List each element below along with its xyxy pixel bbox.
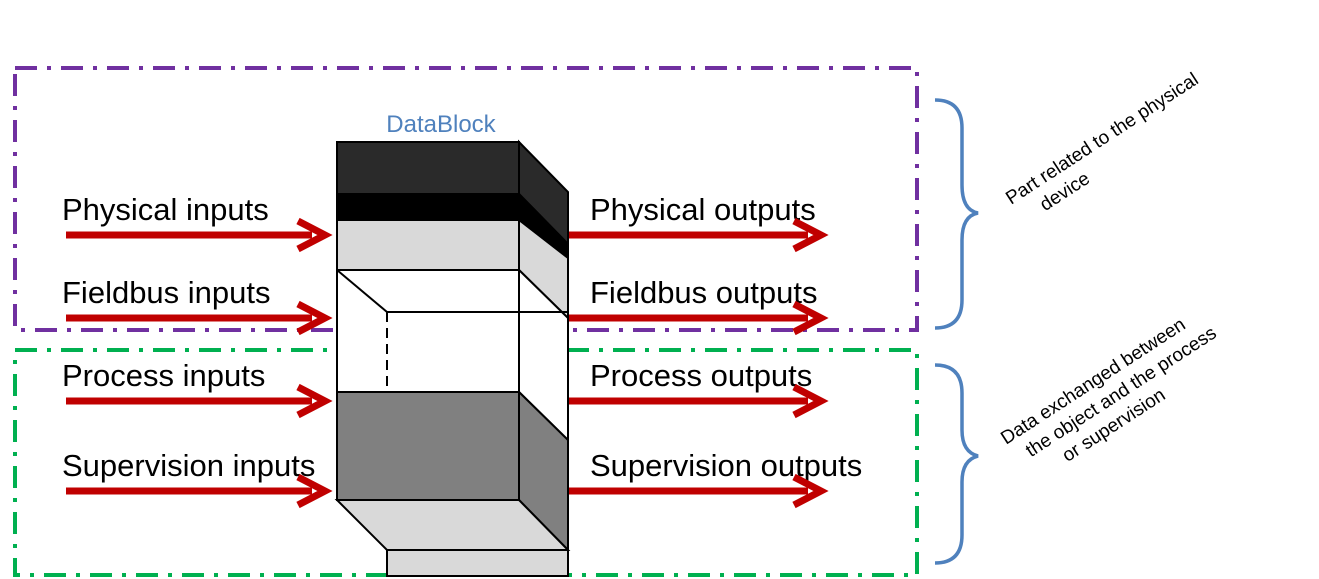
exchange-brace [934, 363, 979, 565]
output-arrow-physical [568, 217, 829, 253]
supervision-segment [336, 391, 520, 501]
physical-part-annotation: Part related to the physical device [1002, 66, 1220, 229]
input-label-supervision: Supervision inputs [62, 448, 315, 483]
exchanged-data-annotation: Data exchanged between the object and th… [997, 300, 1238, 490]
input-arrow-fieldbus [66, 300, 333, 336]
physical-segment [336, 141, 520, 195]
input-label-process: Process inputs [62, 358, 265, 393]
input-label-physical: Physical inputs [62, 192, 269, 227]
output-arrow-process [568, 383, 829, 419]
input-arrow-physical [66, 217, 333, 253]
physical-brace [934, 98, 979, 330]
output-label-supervision: Supervision outputs [590, 448, 862, 483]
output-arrow-supervision [568, 473, 829, 509]
exchanged-data-line-2: the object and the process [1022, 323, 1220, 462]
input-arrow-process [66, 383, 333, 419]
input-label-fieldbus: Fieldbus inputs [62, 275, 271, 310]
input-arrow-supervision [66, 473, 333, 509]
fieldbus-process-segment [336, 269, 520, 393]
output-label-fieldbus: Fieldbus outputs [590, 275, 817, 310]
output-label-process: Process outputs [590, 358, 812, 393]
output-label-physical: Physical outputs [590, 192, 816, 227]
datablock-column [334, 139, 571, 577]
output-arrow-fieldbus [568, 300, 829, 336]
block-title: DataBlock [386, 111, 496, 138]
physical-part-line-1: Part related to the physical [1002, 69, 1202, 209]
